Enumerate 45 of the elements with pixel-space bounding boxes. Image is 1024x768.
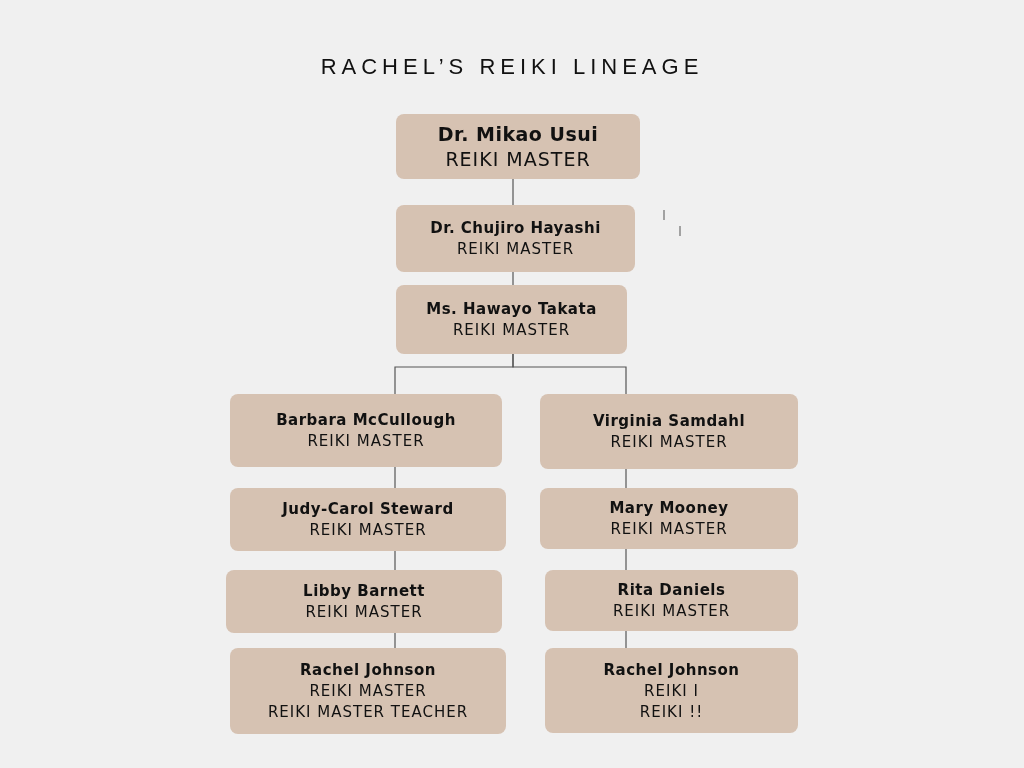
person-name: Rachel Johnson: [603, 660, 740, 679]
person-name: Dr. Chujiro Hayashi: [430, 219, 601, 237]
reiki-level: REIKI MASTER: [309, 521, 427, 539]
person-name: Judy-Carol Steward: [282, 500, 454, 518]
connector-line: [625, 468, 627, 489]
reiki-level: REIKI MASTER: [307, 432, 425, 450]
reiki-level: REIKI MASTER: [305, 603, 423, 621]
person-name: Libby Barnett: [303, 582, 425, 600]
person-box: [396, 285, 627, 354]
reiki-level: REIKI MASTER: [445, 148, 591, 170]
person-name: Rachel Johnson: [300, 661, 436, 679]
connector-line: [512, 271, 514, 286]
person-box: [226, 570, 502, 633]
person-name: Barbara McCullough: [276, 411, 456, 429]
reiki-level: REIKI MASTER TEACHER: [267, 703, 469, 721]
reiki-level: REIKI MASTER: [452, 321, 571, 339]
person-box: [230, 394, 502, 467]
reiki-level: REIKI I: [644, 681, 699, 700]
person-box: [396, 114, 640, 179]
person-name: Ms. Hawayo Takata: [426, 300, 597, 318]
connector-line: [394, 632, 396, 649]
person-box: [396, 205, 635, 272]
reiki-level: REIKI MASTER: [610, 433, 728, 451]
person-box: [230, 488, 506, 551]
person-box: [540, 488, 798, 549]
reiki-level: REIKI MASTER: [610, 520, 728, 538]
diagram-title: RACHEL’S REIKI LINEAGE: [319, 54, 705, 80]
person-name: Dr. Mikao Usui: [437, 123, 599, 145]
person-name: Virginia Samdahl: [592, 412, 746, 430]
person-box: [230, 648, 506, 734]
reiki-level: REIKI MASTER: [612, 602, 731, 620]
reiki-level: REIKI MASTER: [456, 240, 575, 258]
reiki-level: REIKI MASTER: [309, 682, 427, 700]
reiki-level: REIKI !!: [639, 702, 704, 721]
connector-line: [512, 178, 514, 206]
connector-line: [394, 466, 396, 489]
connector-line: [394, 550, 396, 571]
person-name: Mary Mooney: [609, 499, 729, 517]
connector-line: [625, 548, 627, 571]
connector-line: [512, 353, 627, 395]
connector-line: [625, 630, 627, 649]
person-box: [540, 394, 798, 469]
person-box: [545, 648, 798, 733]
person-box: [545, 570, 798, 631]
person-name: Rita Daniels: [617, 581, 726, 599]
